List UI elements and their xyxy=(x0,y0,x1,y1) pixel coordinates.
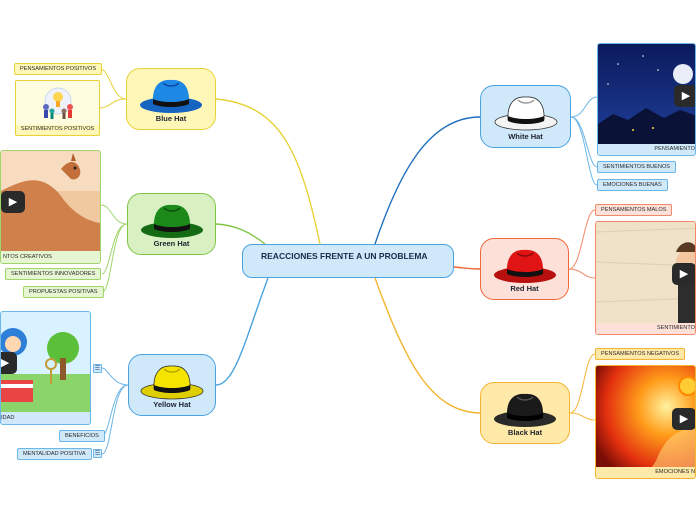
people-ideas-illustration xyxy=(16,81,99,125)
red-hat-icon xyxy=(493,249,556,283)
sentimientos-buenos-pill[interactable]: SENTIMIENTOS BUENOS xyxy=(597,161,677,173)
video-play-icon[interactable]: ▶ xyxy=(1,191,25,213)
sentimiento-card[interactable]: ▶ SENTIMIENTO xyxy=(595,221,696,335)
white-hat-label: White Hat xyxy=(508,132,543,141)
video-play-icon[interactable]: ▶ xyxy=(672,263,695,285)
black-hat-icon xyxy=(494,393,556,427)
red-hat-label: Red Hat xyxy=(510,284,539,293)
emociones-negativas-caption: EMOCIONES N xyxy=(596,467,695,478)
sentimientos-positivos-card[interactable]: SENTIMIENTOS POSITIVOS xyxy=(15,80,100,136)
red-hat-node[interactable]: Red Hat xyxy=(480,238,569,300)
central-topic-title: REACCIONES FRENTE A UN PROBLEMA xyxy=(261,251,428,261)
black-hat-node[interactable]: Black Hat xyxy=(480,382,570,444)
note-icon[interactable]: ☰ xyxy=(93,449,102,458)
pensamientos-creativos-card[interactable]: ▶ NTOS CREATIVOS xyxy=(0,150,101,264)
yellow-hat-icon xyxy=(140,365,204,400)
connector-red-hat xyxy=(453,266,481,270)
white-hat-node[interactable]: White Hat xyxy=(480,85,571,148)
video-play-icon[interactable]: ▶ xyxy=(1,352,17,374)
connector-white-hat xyxy=(374,116,481,245)
green-hat-icon xyxy=(140,204,203,238)
pensamientos-positivos-pill[interactable]: PENSAMIENTOS POSITIVOS xyxy=(14,63,103,75)
sentimientos-innovadores-pill[interactable]: SENTIMIENTOS INNOVADORES xyxy=(5,268,102,280)
yellow-hat-node[interactable]: Yellow Hat xyxy=(128,354,216,416)
sentimientos-positivos-caption: SENTIMIENTOS POSITIVOS xyxy=(20,126,95,132)
blue-hat-label: Blue Hat xyxy=(155,114,187,123)
propuestas-positivas-pill[interactable]: PROPUESTAS POSITIVAS xyxy=(23,286,104,298)
creatividad-caption: IDAD xyxy=(1,413,90,424)
emociones-buenas-pill[interactable]: EMOCIONES BUENAS xyxy=(597,179,668,191)
green-hat-label: Green Hat xyxy=(153,239,190,248)
beneficios-pill[interactable]: BENEFICIOS xyxy=(59,430,105,442)
connector-green-hat xyxy=(215,223,266,245)
yellow-hat-label: Yellow Hat xyxy=(153,400,191,409)
blue-hat-node[interactable]: Blue Hat xyxy=(126,68,216,130)
connector-yellow-hat xyxy=(215,277,269,386)
connector-black-hat xyxy=(374,277,481,414)
video-play-icon[interactable]: ▶ xyxy=(674,85,695,107)
central-topic[interactable]: REACCIONES FRENTE A UN PROBLEMA xyxy=(242,244,454,278)
green-hat-node[interactable]: Green Hat xyxy=(127,193,216,255)
pensamiento-card[interactable]: ▶ PENSAMIENTO xyxy=(597,43,696,156)
mentalidad-positiva-pill[interactable]: MENTALIDAD POSITIVA xyxy=(17,448,92,460)
pensamientos-negativos-pill[interactable]: PENSAMIENTOS NEGATIVOS xyxy=(595,348,686,360)
white-hat-icon xyxy=(494,96,557,131)
emociones-negativas-card[interactable]: ▶ EMOCIONES N xyxy=(595,365,696,479)
pensamientos-malos-pill[interactable]: PENSAMIENTOS MALOS xyxy=(595,204,673,216)
connector-blue-hat xyxy=(215,98,321,245)
sentimiento-caption: SENTIMIENTO xyxy=(596,323,695,334)
note-icon[interactable]: ☰ xyxy=(93,364,102,373)
creatividad-card[interactable]: ▶ IDAD xyxy=(0,311,91,425)
cartoon-scene-illustration xyxy=(1,312,90,412)
blue-hat-icon xyxy=(140,79,202,113)
video-play-icon[interactable]: ▶ xyxy=(672,408,695,430)
pensamientos-creativos-caption: NTOS CREATIVOS xyxy=(1,252,100,263)
black-hat-label: Black Hat xyxy=(507,428,543,437)
paper-character-illustration xyxy=(596,222,695,324)
pensamiento-caption: PENSAMIENTO xyxy=(598,144,695,155)
